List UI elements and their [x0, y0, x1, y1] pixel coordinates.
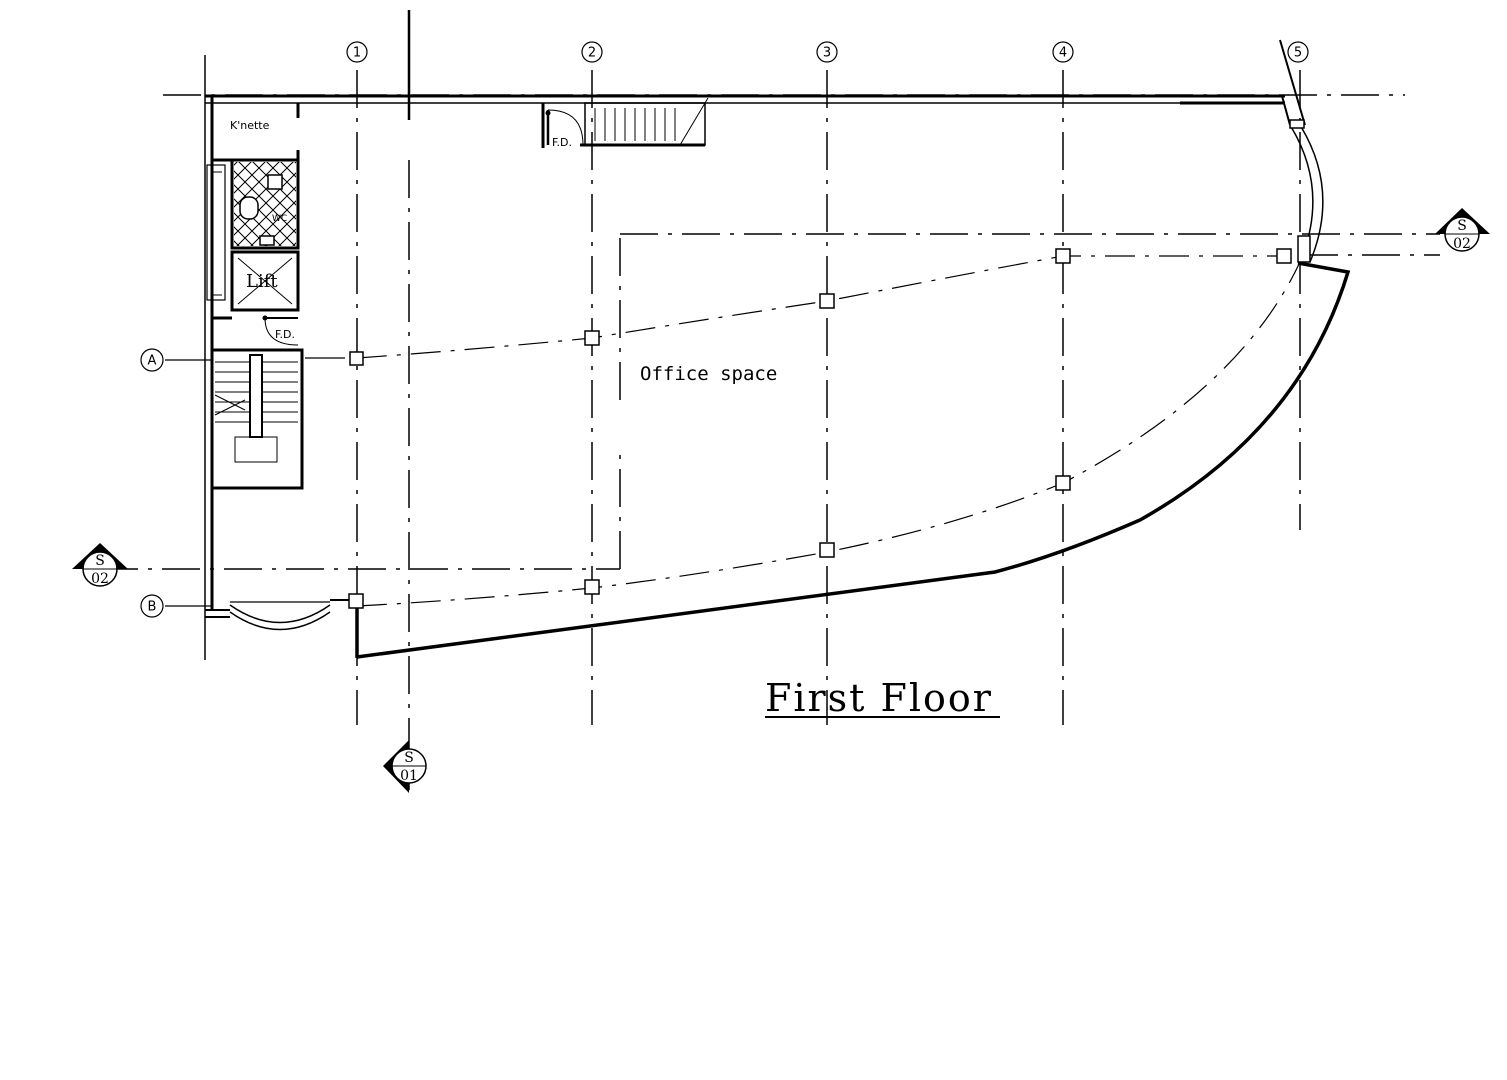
- fire-door-label-top: F.D.: [552, 136, 572, 149]
- grid-label-5: 5: [1294, 46, 1302, 61]
- section-right-bottom: 02: [1453, 236, 1471, 252]
- section-bottom-top: S: [404, 750, 414, 766]
- grid-label-a: A: [148, 354, 157, 369]
- fire-door-label-lift: F.D.: [275, 328, 295, 341]
- wc-fixtures: [239, 174, 283, 246]
- kitchenette-label: K'nette: [230, 119, 270, 132]
- grid-label-4: 4: [1059, 46, 1067, 61]
- grid-label-2: 2: [588, 46, 596, 61]
- grid-label-1: 1: [353, 46, 361, 61]
- wc-label: WC: [272, 214, 287, 224]
- service-core: [206, 103, 304, 490]
- grid-label-3: 3: [823, 46, 831, 61]
- top-staircase: [541, 97, 709, 148]
- section-right-top: S: [1457, 218, 1467, 234]
- section-bottom-bottom: 01: [400, 768, 418, 784]
- room-label: Office space: [640, 363, 777, 385]
- lift-label: Lift: [246, 271, 278, 292]
- grid-label-b: B: [148, 600, 157, 615]
- section-left-top: S: [95, 553, 105, 569]
- section-marker-bottom: S 01: [383, 740, 427, 793]
- section-left-bottom: 02: [91, 571, 109, 587]
- drawing-title: First Floor: [765, 676, 993, 720]
- structural-columns: [348, 248, 1292, 609]
- section-marker-left: S 02: [72, 543, 128, 587]
- building-walls: [204, 39, 1351, 660]
- grid-bubbles: 1 2 3 4 5 A B: [140, 41, 1309, 618]
- section-marker-right: S 02: [1435, 208, 1490, 252]
